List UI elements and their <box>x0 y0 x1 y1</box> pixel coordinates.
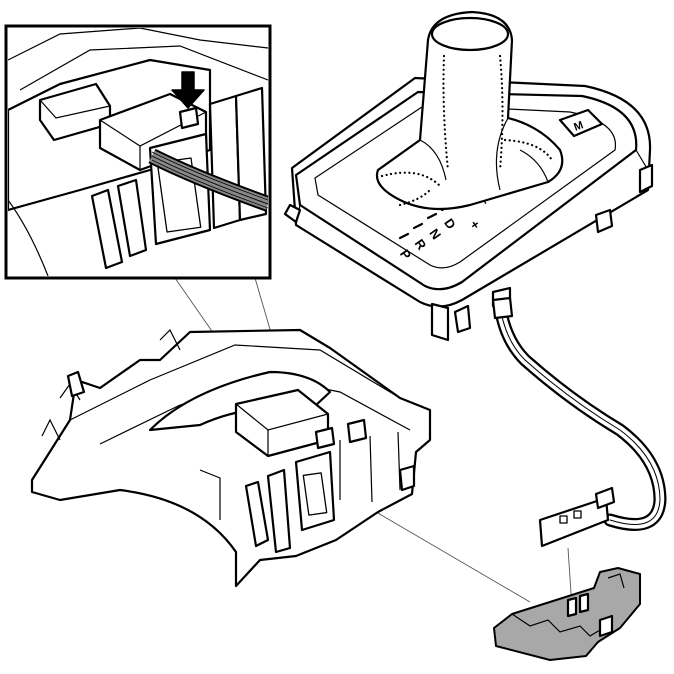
connector-plate <box>538 486 616 548</box>
mode-button: M <box>558 108 604 138</box>
wiring-cable <box>491 296 667 531</box>
connector-clip-highlighted <box>493 567 641 661</box>
console-bracket <box>30 328 432 588</box>
shift-boot <box>375 10 564 211</box>
down-arrow-icon <box>171 71 205 109</box>
detail-inset <box>4 24 272 280</box>
mode-button-symbol: M <box>572 119 585 133</box>
